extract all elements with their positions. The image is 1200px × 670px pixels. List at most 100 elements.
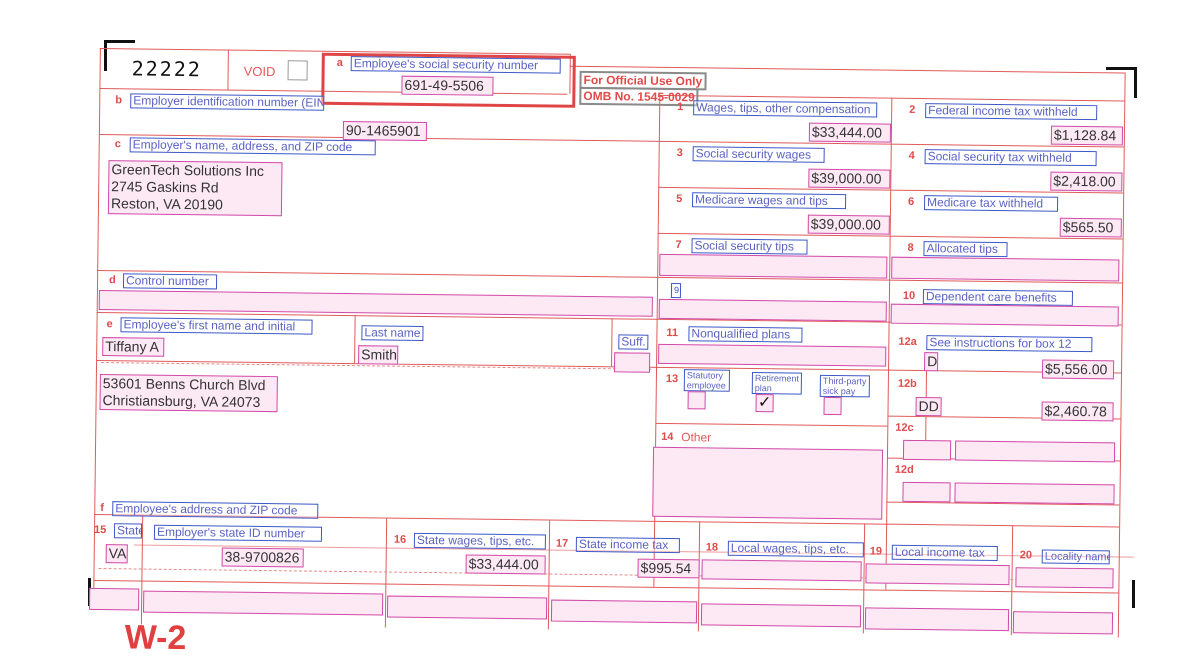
box-12d-number: 12d — [894, 463, 914, 476]
box-10-field[interactable] — [890, 303, 1119, 327]
ssn-value[interactable]: 691-49-5506 — [401, 75, 494, 96]
box-d-number: d — [108, 274, 116, 287]
box-15-number: 15 — [93, 523, 107, 537]
box-4-label: Social security tax withheld — [924, 149, 1097, 167]
box-18-label: Local wages, tips, etc. — [727, 540, 864, 558]
employee-first-name[interactable]: Tiffany A — [102, 337, 165, 357]
box-11-field[interactable] — [658, 343, 887, 367]
box-12b-value[interactable]: $2,460.78 — [1041, 401, 1114, 422]
w2-title: W-2 — [124, 618, 187, 658]
last-name-label: Last name — [361, 325, 424, 341]
box-e-number: e — [106, 318, 113, 331]
bottom-state-tax-field[interactable] — [550, 599, 698, 624]
box-2-label: Federal income tax withheld — [925, 103, 1098, 121]
box-12b-code[interactable]: DD — [915, 396, 942, 417]
box-7-field[interactable] — [659, 253, 888, 279]
box-12c-amount-field[interactable] — [954, 440, 1116, 463]
w2-form: 22222 VOID a Employee's social security … — [89, 40, 1134, 657]
corner-mark-bottom-right — [1104, 580, 1135, 608]
bottom-local-tax-field[interactable] — [864, 607, 1010, 632]
employer-address-block[interactable]: GreenTech Solutions Inc 2745 Gaskins Rd … — [107, 160, 283, 217]
box-19-number: 19 — [869, 545, 883, 558]
box-f-label: Employee's address and ZIP code — [112, 501, 319, 519]
box-14-label: Other — [681, 430, 712, 445]
box-16-value[interactable]: $33,444.00 — [465, 554, 546, 575]
box-5-value[interactable]: $39,000.00 — [807, 214, 890, 235]
state-value[interactable]: VA — [105, 544, 128, 564]
box-17-label: State income tax — [575, 536, 680, 554]
box-e-label: Employee's first name and initial — [120, 317, 313, 335]
box-7-number: 7 — [675, 239, 682, 252]
state-label: State — [113, 523, 143, 539]
box-6-value[interactable]: $565.50 — [1059, 217, 1122, 238]
box-12a-number: 12a — [898, 335, 917, 349]
box-a-number: a — [336, 56, 343, 69]
box-9-number: 9 — [670, 282, 682, 299]
form-code: 22222 — [131, 56, 203, 82]
check-mark-icon: ✓ — [757, 394, 772, 412]
box-3-number: 3 — [676, 147, 683, 160]
bottom-local-wages-field[interactable] — [700, 603, 862, 628]
box-18-number: 18 — [705, 541, 719, 554]
void-checkbox[interactable] — [287, 60, 308, 81]
box-6-number: 6 — [908, 195, 915, 208]
box-12a-value[interactable]: $5,556.00 — [1041, 359, 1115, 380]
box-8-field[interactable] — [891, 256, 1120, 282]
retirement-plan-checkbox[interactable]: ✓ — [755, 394, 774, 413]
suffix-field[interactable] — [613, 352, 651, 373]
bottom-state-field[interactable] — [89, 587, 140, 611]
box-1-value[interactable]: $33,444.00 — [808, 122, 892, 143]
box-13-number: 13 — [665, 372, 679, 386]
box-5-number: 5 — [676, 193, 683, 206]
ein-value[interactable]: 90-1465901 — [342, 120, 428, 141]
box-17-value[interactable]: $995.54 — [637, 558, 700, 579]
box-b-label: Employer identification number (EIN) — [130, 93, 325, 111]
box-c-number: c — [114, 138, 121, 151]
box-20-label: Locality name — [1041, 549, 1110, 565]
box-12d-code-field[interactable] — [902, 481, 951, 503]
box-d-label: Control number — [122, 273, 218, 290]
third-party-sick-pay-label: Third-party sick pay — [819, 374, 870, 398]
suffix-label: Suff. — [618, 334, 649, 350]
employer-state-id-value[interactable]: 38-9700826 — [221, 547, 304, 568]
box-12a-label: See instructions for box 12 — [926, 335, 1093, 353]
box-19-field[interactable] — [865, 563, 1010, 586]
box-12c-number: 12c — [895, 421, 914, 434]
box-c-label: Employer's name, address, and ZIP code — [129, 137, 376, 156]
box-1-number: 1 — [677, 101, 684, 114]
third-party-sick-pay-checkbox[interactable] — [823, 396, 842, 416]
statutory-employee-checkbox[interactable] — [687, 391, 706, 410]
employee-street: 53601 Benns Church Blvd — [102, 375, 266, 394]
box-2-value[interactable]: $1,128.84 — [1050, 125, 1124, 146]
box-7-label: Social security tips — [691, 238, 808, 255]
box-14-number: 14 — [661, 430, 674, 444]
box-3-value[interactable]: $39,000.00 — [808, 168, 891, 189]
box-14-field[interactable] — [652, 446, 884, 520]
corner-mark-top-left — [104, 40, 135, 71]
box-12c-code-field[interactable] — [902, 439, 952, 461]
employee-address-block[interactable]: 53601 Benns Church Blvd Christiansburg, … — [99, 374, 278, 413]
box-12a-code[interactable]: D — [924, 352, 939, 372]
bottom-state-wages-field[interactable] — [386, 595, 548, 620]
employee-last-name[interactable]: Smith — [358, 345, 399, 365]
box-11-label: Nonqualified plans — [688, 326, 803, 343]
box-20-field[interactable] — [1015, 567, 1114, 589]
box-20-number: 20 — [1019, 549, 1033, 562]
box-18-field[interactable] — [701, 559, 862, 582]
bottom-state-id-field[interactable] — [143, 590, 384, 616]
bottom-locality-field[interactable] — [1012, 611, 1114, 635]
employee-city: Christiansburg, VA 24073 — [102, 392, 261, 410]
box-4-value[interactable]: $2,418.00 — [1050, 171, 1123, 192]
employer-city: Reston, VA 20190 — [110, 195, 223, 213]
box-3-label: Social security wages — [692, 146, 825, 163]
box-6-label: Medicare tax withheld — [923, 195, 1059, 212]
box-17-number: 17 — [555, 537, 569, 550]
box-16-number: 16 — [393, 533, 407, 546]
box-1-label: Wages, tips, other compensation — [693, 100, 878, 118]
box-5-label: Medicare wages and tips — [692, 192, 847, 210]
box-a-label: Employee's social security number — [350, 56, 561, 74]
box-16-label: State wages, tips, etc. — [413, 532, 546, 550]
box-12d-amount-field[interactable] — [954, 482, 1115, 505]
box-9-field[interactable] — [658, 298, 887, 322]
box-f-number: f — [100, 502, 105, 515]
